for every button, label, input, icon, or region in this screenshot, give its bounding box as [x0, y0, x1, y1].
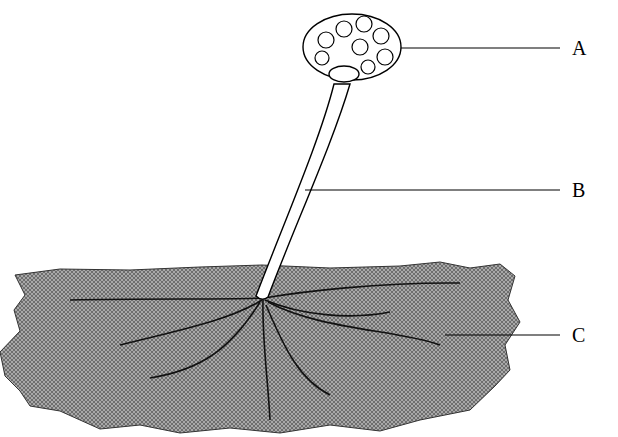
rhizoids: [70, 283, 460, 420]
part-label: A: [572, 38, 586, 58]
sporangiophore: [256, 84, 350, 299]
leader-lines: [305, 48, 560, 335]
part-label: B: [572, 180, 585, 200]
columella: [329, 66, 359, 82]
part-label: C: [572, 325, 585, 345]
spores: [315, 16, 393, 74]
